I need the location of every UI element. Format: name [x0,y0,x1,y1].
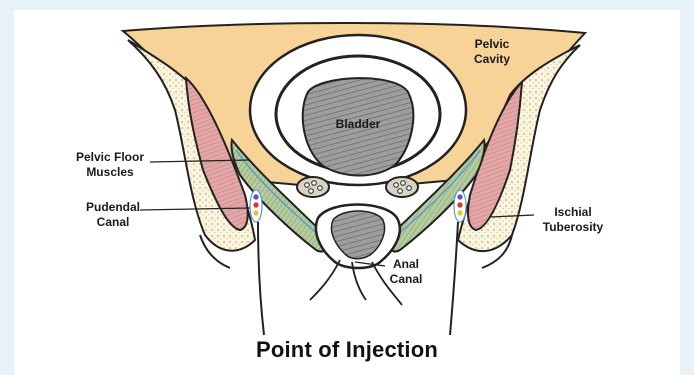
left-injection-line [258,222,264,335]
label-bladder: Bladder [326,117,390,132]
label-text: Pudendal Canal [86,200,140,229]
label-text: Bladder [336,117,381,131]
left-pudendal-canal [250,190,262,222]
diagram-title: Point of Injection [0,337,694,363]
left-vessel-bundle [297,177,329,197]
vessel-dot [394,183,399,188]
label-pelvic-floor-muscles: Pelvic Floor Muscles [62,150,158,180]
label-pelvic-cavity: Pelvic Cavity [462,37,522,67]
label-pudendal-canal: Pudendal Canal [78,200,148,230]
right-injection-line [450,222,458,335]
label-anal-canal: Anal Canal [382,257,430,287]
right-vessel-bundle [386,177,418,197]
vessel-dot [401,181,406,186]
vessel-dot [305,183,310,188]
vessel-dot [407,186,412,191]
label-text: Ischial Tuberosity [543,205,603,234]
label-text: Pelvic Cavity [474,37,510,66]
vessel-dot [309,189,314,194]
vessel-dot [312,181,317,186]
label-text: Anal Canal [390,257,423,286]
right-pudendal-canal [454,190,466,222]
label-ischial-tuberosity: Ischial Tuberosity [530,205,616,235]
label-text: Pelvic Floor Muscles [76,150,144,179]
vessel-dot [398,189,403,194]
vessel-dot [318,186,323,191]
